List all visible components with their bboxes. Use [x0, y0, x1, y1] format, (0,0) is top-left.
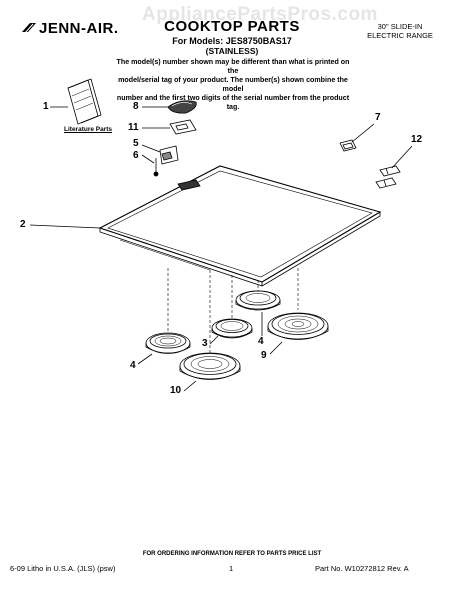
callout-12: 12 — [411, 134, 423, 145]
part-number: Part No. W10272812 Rev. A — [315, 564, 409, 573]
gasket-icon — [169, 119, 197, 135]
cooktop-glass-icon — [98, 165, 382, 287]
clip-icon — [339, 139, 357, 152]
literature-parts-label: Literature Parts — [64, 126, 113, 133]
callout-8: 8 — [133, 101, 139, 112]
callout-5: 5 — [133, 138, 139, 149]
callout-7: 7 — [375, 112, 381, 123]
leader-6 — [141, 154, 155, 164]
callout-6: 6 — [133, 150, 139, 161]
surface-element-center-icon — [211, 318, 253, 339]
screw-icon — [153, 158, 159, 177]
callout-9: 9 — [261, 350, 267, 361]
models-line: For Models: JES8750BAS17 — [172, 36, 292, 46]
leader-5 — [141, 144, 161, 153]
ordering-info: FOR ORDERING INFORMATION REFER TO PARTS … — [142, 551, 322, 557]
surface-element-dual-icon — [267, 312, 329, 340]
leader-10 — [183, 380, 197, 392]
brand-logo: JENN-AIR. — [22, 20, 119, 37]
range-type-line2: ELECTRIC RANGE — [367, 31, 433, 40]
mounting-bracket-icon — [375, 165, 401, 189]
bracket-icon — [159, 145, 179, 165]
surface-element-rear-icon — [235, 290, 281, 311]
surface-element-left-icon — [145, 332, 191, 354]
callout-2: 2 — [20, 219, 26, 230]
litho-info: 6-09 Litho in U.S.A. (JLS) (psw) — [10, 564, 116, 573]
leader-3 — [209, 335, 219, 345]
leader-7 — [351, 123, 375, 143]
note-line3: number and the first two digits of the s… — [116, 94, 350, 111]
surface-element-large-icon — [179, 352, 241, 380]
leader-12 — [391, 145, 413, 169]
watermark-text: AppliancePartsPros.com — [142, 4, 378, 25]
note-line2: model/serial tag of your product. The nu… — [118, 76, 348, 93]
note-line1: The model(s) number shown may be differe… — [116, 58, 350, 75]
indicator-lens-icon — [167, 100, 197, 114]
leader-4a — [137, 353, 153, 365]
leader-2 — [29, 224, 101, 229]
callout-3: 3 — [202, 338, 208, 349]
callout-4b: 4 — [258, 336, 264, 347]
brand-name: JENN-AIR. — [39, 20, 119, 37]
brand-mark-icon — [22, 23, 36, 34]
page-number: 1 — [229, 564, 234, 573]
callout-4a: 4 — [130, 360, 136, 371]
callout-11: 11 — [128, 122, 139, 133]
literature-booklet-icon — [67, 78, 102, 125]
model-note: The model(s) number shown may be differe… — [113, 58, 353, 112]
range-type-line1: 30" SLIDE-IN — [377, 22, 423, 31]
variant-line: (STAINLESS) — [205, 46, 259, 56]
callout-1: 1 — [43, 101, 49, 112]
page-title: COOKTOP PARTS — [164, 18, 300, 35]
callout-10: 10 — [170, 385, 182, 396]
leader-9 — [269, 341, 283, 355]
